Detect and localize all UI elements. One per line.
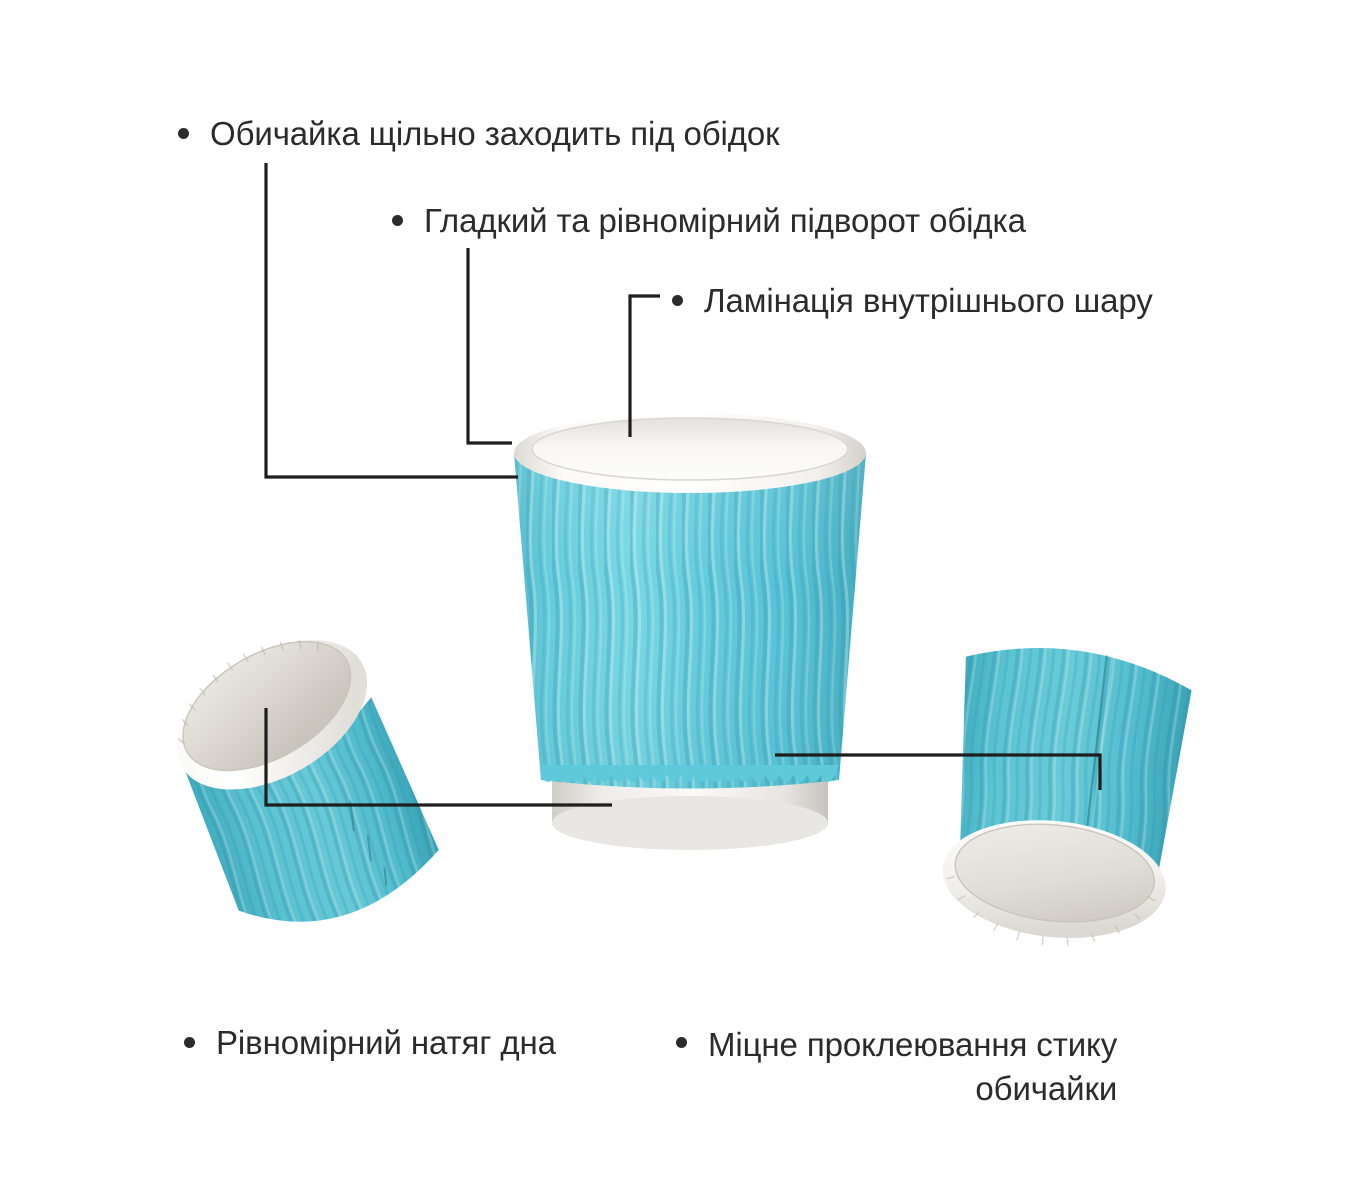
tilted-cup-seam-view [914, 617, 1222, 974]
annotation-label: Міцне проклеювання стику обичайки [708, 1026, 1118, 1107]
annotation-label: Гладкий та рівномірний підворот обідка [424, 202, 1026, 239]
bullet-icon [672, 295, 683, 306]
annotation-label: Ламінація внутрішнього шару [704, 282, 1153, 319]
annotation-label: Обичайка щільно заходить під обідок [210, 115, 780, 152]
knurled-edge [177, 639, 319, 745]
cup-base-bottom [552, 796, 828, 850]
bullet-icon [178, 128, 189, 139]
annotation-label: Рівномірний натяг дна [216, 1024, 556, 1061]
annotation-even-bottom-tension: Рівномірний натяг дна [184, 1023, 556, 1064]
annotation-inner-layer-lamination: Ламінація внутрішнього шару [672, 281, 1153, 322]
annotation-smooth-rim-curl: Гладкий та рівномірний підворот обідка [392, 201, 1026, 242]
bullet-icon [676, 1037, 687, 1048]
cup-bottom-disc [942, 820, 1166, 946]
bullet-icon [392, 215, 403, 226]
main-upright-ripple-cup [500, 405, 880, 860]
cup-interior [532, 418, 848, 480]
knurled-edge [946, 875, 1156, 946]
bullet-icon [184, 1037, 195, 1048]
tilted-cup-bottom-view [119, 604, 481, 985]
cup-rim [514, 413, 866, 493]
annotation-strong-seam-glue: Міцне проклеювання стику обичайки [676, 1023, 1117, 1111]
annotation-sleeve-under-rim: Обичайка щільно заходить під обідок [178, 114, 780, 155]
